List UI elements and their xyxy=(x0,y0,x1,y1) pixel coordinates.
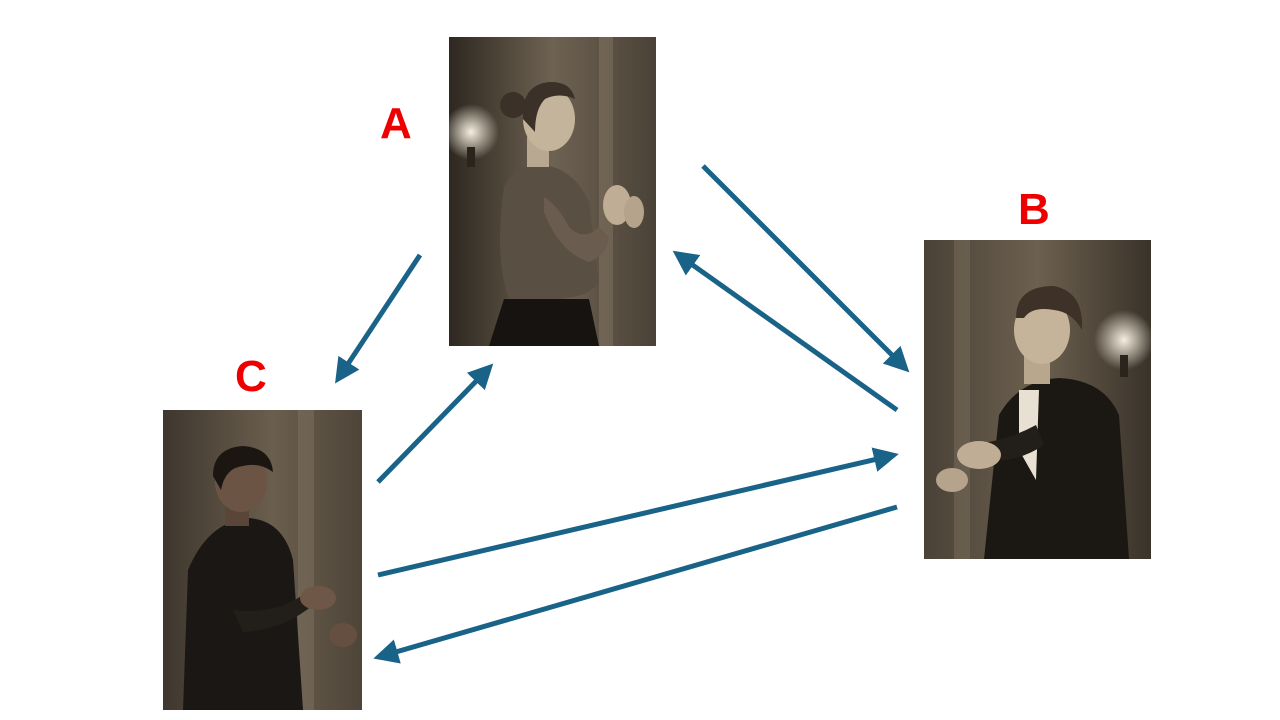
arrow-c-to-a xyxy=(376,363,494,484)
node-label-b: B xyxy=(1018,185,1050,234)
speaker-photo-c xyxy=(163,410,362,710)
arrow-a-to-b xyxy=(701,164,910,373)
arrow-a-to-c xyxy=(335,253,423,384)
node-label-c: C xyxy=(235,352,267,401)
arrow-b-to-a xyxy=(672,250,899,413)
speaker-photo-b xyxy=(924,240,1151,559)
arrow-c-to-b xyxy=(377,447,899,578)
arrow-b-to-c xyxy=(373,504,898,664)
speaker-photo-a xyxy=(449,37,656,346)
node-label-a: A xyxy=(380,99,412,148)
